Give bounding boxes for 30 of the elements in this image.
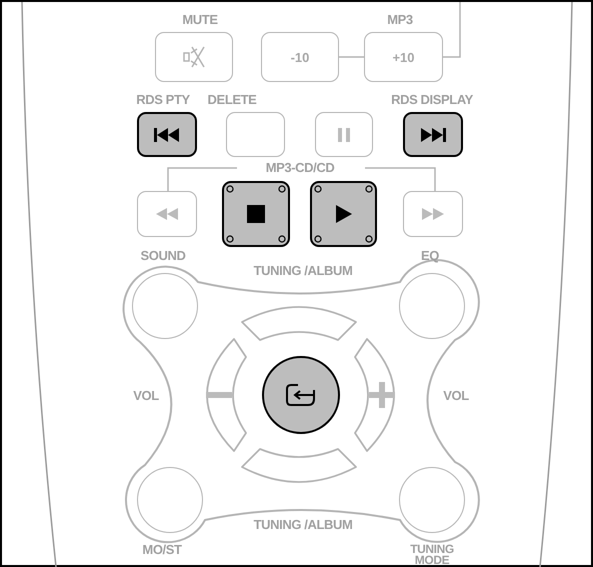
remote-button — [315, 112, 373, 157]
button-caption: TUNING MODE — [409, 544, 455, 566]
button-caption: RDS PTY — [136, 93, 190, 106]
button-label: -10 — [290, 50, 310, 64]
round-button — [132, 273, 198, 339]
remote-button — [155, 32, 233, 82]
round-button — [399, 467, 465, 533]
remote-button — [261, 32, 339, 82]
remote-button — [137, 191, 197, 237]
button-caption: DELETE — [208, 93, 256, 106]
button-caption: MUTE — [182, 13, 218, 26]
button-caption: SOUND — [140, 249, 186, 262]
round-button — [399, 273, 465, 339]
button-label: +10 — [392, 50, 415, 64]
group-caption: MP3-CD/CD — [266, 161, 334, 174]
button-caption: VOL — [443, 389, 469, 402]
remote-button — [137, 112, 197, 157]
button-caption: TUNING /ALBUM — [254, 518, 352, 531]
button-caption: MO/ST — [142, 543, 182, 556]
button-caption: RDS DISPLAY — [391, 93, 473, 106]
round-button — [137, 467, 203, 533]
group-caption: TUNING /ALBUM — [254, 264, 352, 277]
remote-button — [403, 191, 463, 237]
button-caption: VOL — [133, 389, 159, 402]
connector-line — [339, 56, 364, 58]
remote-button — [364, 32, 443, 82]
remote-button — [226, 112, 285, 157]
button-caption: MP3 — [387, 13, 413, 26]
remote-button — [403, 112, 463, 157]
button-caption: EQ — [421, 249, 439, 262]
